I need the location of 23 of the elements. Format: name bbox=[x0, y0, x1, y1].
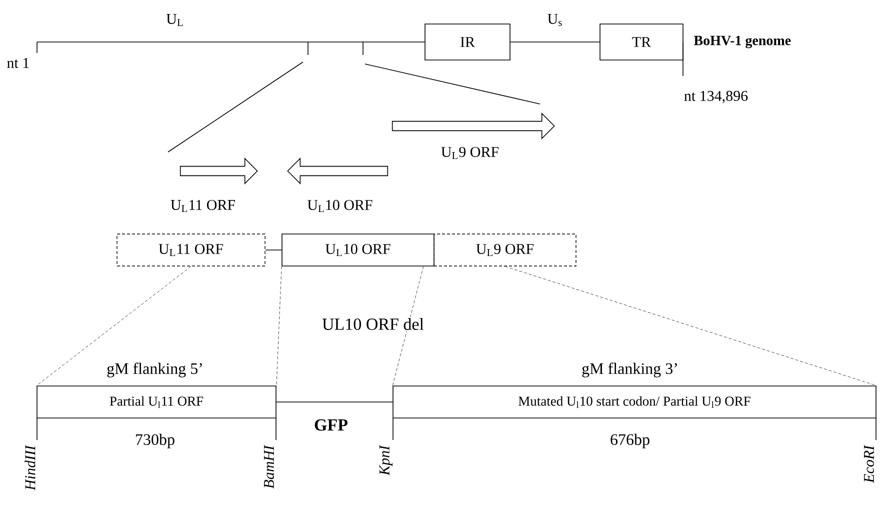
region-box: TR bbox=[600, 24, 684, 60]
connector-line bbox=[36, 266, 192, 386]
connector-line bbox=[276, 266, 282, 386]
orf-label: U$_{L}$11 ORF bbox=[170, 200, 235, 212]
orf-box: U$_{L}$11 ORF bbox=[116, 234, 266, 266]
fragment-box: Partial U$_{l}$11 ORF bbox=[36, 386, 276, 418]
orf-box: U$_{L}$9 ORF bbox=[434, 234, 576, 266]
fragment-box: Mutated U$_{l}$10 start codon/ Partial U$_{l}$9 ORF bbox=[392, 386, 876, 418]
orf-label: U$_{L}$9 ORF bbox=[441, 146, 499, 160]
edge-label: U$_{L}$ bbox=[166, 14, 183, 26]
fragment-heading: gM flanking 3’ bbox=[582, 362, 677, 378]
genome-start-label: nt 1 bbox=[7, 58, 29, 68]
size-label: 730bp bbox=[136, 434, 174, 448]
size-label: 676bp bbox=[610, 434, 650, 448]
connector-line bbox=[392, 266, 424, 386]
deleted-orf-box: U$_{L}$10 ORF bbox=[282, 234, 434, 266]
region-box: IR bbox=[424, 24, 510, 60]
deletion-label: UL10 ORF del bbox=[321, 317, 425, 331]
edge-label: U$_{s}$ bbox=[548, 14, 562, 26]
orf-label: U$_{L}$10 ORF bbox=[307, 200, 372, 212]
edge-label: GFP bbox=[314, 419, 348, 431]
fragment-heading: gM flanking 5’ bbox=[107, 362, 202, 378]
connector-line bbox=[504, 266, 877, 386]
